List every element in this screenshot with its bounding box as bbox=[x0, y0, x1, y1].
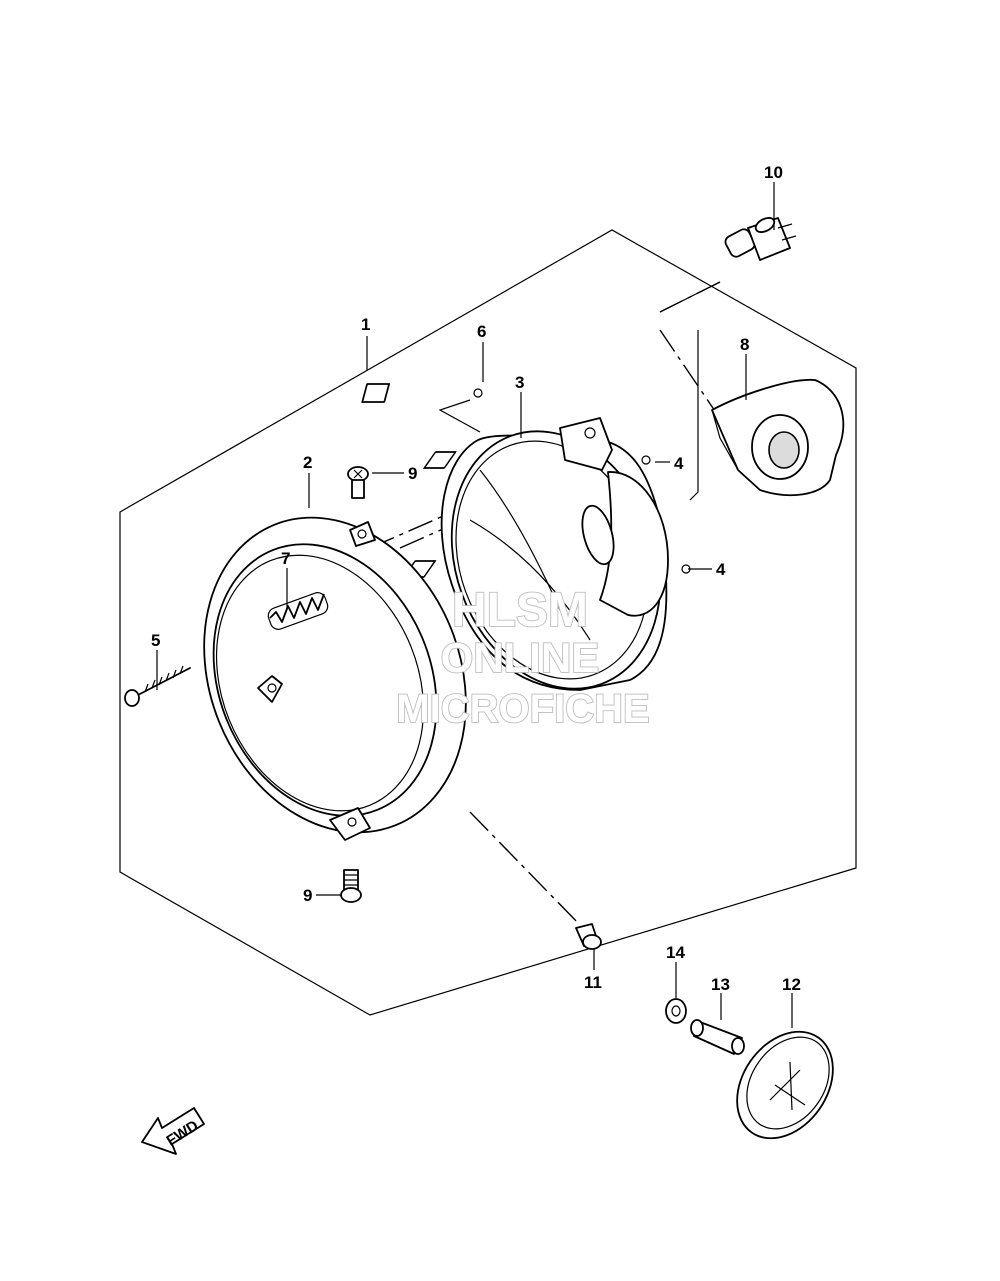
callout-1: 1 bbox=[361, 315, 370, 334]
part-9-screw-lower bbox=[340, 869, 362, 903]
part-12-reflector bbox=[736, 1030, 834, 1140]
part-8-socket-cover bbox=[711, 379, 845, 497]
callout-4-upper: 4 bbox=[674, 454, 684, 473]
callout-3: 3 bbox=[515, 373, 524, 392]
assembly-box-outline bbox=[119, 229, 857, 1016]
part-14-washer bbox=[665, 998, 687, 1024]
part-5-screw bbox=[124, 665, 191, 707]
callout-4-lower: 4 bbox=[716, 560, 726, 579]
part-11-screw bbox=[575, 923, 602, 950]
part-9-screw-upper bbox=[347, 466, 369, 499]
callout-11: 11 bbox=[584, 973, 602, 992]
callout-labels: 1 2 3 4 4 5 6 7 8 9 9 10 11 12 13 14 bbox=[151, 163, 801, 994]
part-4-nut-upper bbox=[423, 451, 651, 469]
part-6-nut bbox=[361, 383, 483, 433]
callout-10: 10 bbox=[764, 163, 783, 182]
watermark-line-2: ONLINE bbox=[441, 634, 600, 681]
callout-7: 7 bbox=[281, 549, 290, 568]
bracket-line-socket bbox=[689, 330, 699, 501]
part-3-headlamp-unit bbox=[440, 417, 669, 691]
callout-6: 6 bbox=[477, 322, 486, 341]
callout-5: 5 bbox=[151, 631, 160, 650]
bulb-leader-line bbox=[659, 281, 721, 313]
leader-lines bbox=[156, 182, 793, 1028]
callout-9-lower: 9 bbox=[303, 886, 312, 905]
watermark: HLSM ONLINE MICROFICHE bbox=[395, 583, 650, 732]
callout-13: 13 bbox=[711, 975, 730, 994]
callout-14: 14 bbox=[666, 943, 685, 962]
fwd-arrow: FWD bbox=[141, 1107, 205, 1155]
part-7-spring bbox=[267, 592, 329, 630]
callout-2: 2 bbox=[303, 453, 312, 472]
watermark-line-3: MICROFICHE bbox=[396, 687, 649, 731]
part-10-bulb bbox=[724, 217, 797, 261]
callout-8: 8 bbox=[740, 335, 749, 354]
watermark-line-1: HLSM bbox=[452, 584, 588, 637]
callout-9-upper: 9 bbox=[408, 464, 417, 483]
callout-12: 12 bbox=[782, 975, 801, 994]
part-13-spacer bbox=[690, 1019, 745, 1055]
